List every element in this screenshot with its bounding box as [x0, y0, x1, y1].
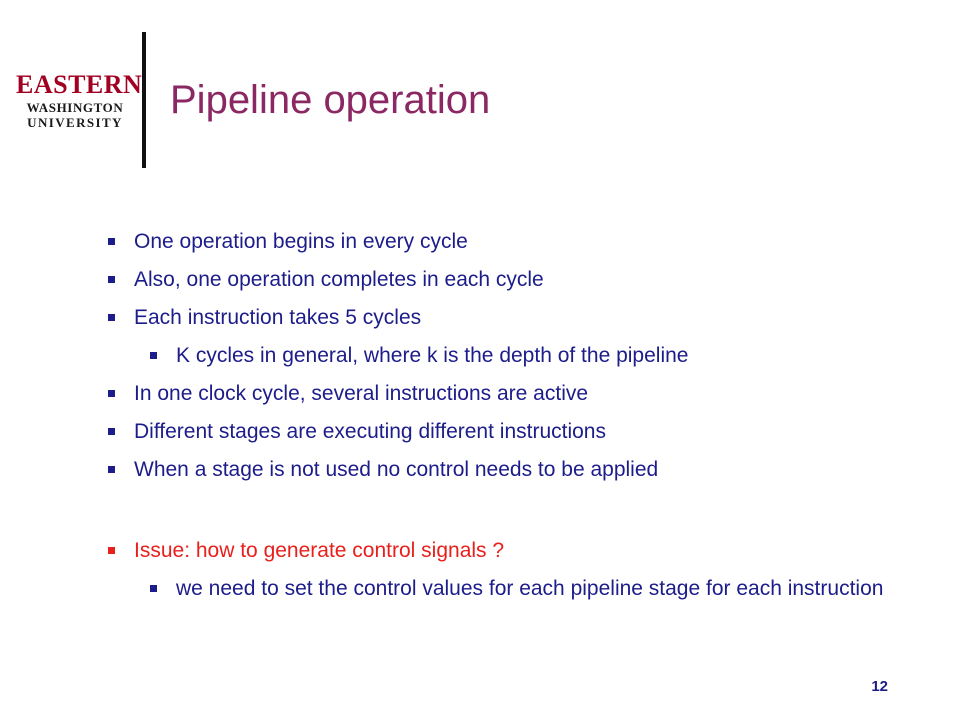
square-bullet-icon	[150, 352, 157, 359]
bullet-item: One operation begins in every cycle	[108, 228, 894, 256]
logo-line-eastern: EASTERN	[16, 70, 143, 99]
bullet-text: we need to set the control values for ea…	[176, 577, 884, 600]
header-divider	[142, 32, 146, 168]
square-bullet-icon	[150, 585, 157, 592]
bullet-item: In one clock cycle, several instructions…	[108, 380, 894, 408]
logo-line-university: UNIVERSITY	[27, 115, 123, 130]
page-number: 12	[871, 678, 888, 695]
sub-bullet-item: we need to set the control values for ea…	[150, 575, 886, 603]
bullet-text: Different stages are executing different…	[134, 420, 606, 443]
bullet-text: K cycles in general, where k is the dept…	[176, 344, 689, 367]
bullet-text: In one clock cycle, several instructions…	[134, 382, 589, 405]
square-bullet-icon	[108, 238, 115, 245]
slide-title: Pipeline operation	[170, 78, 491, 122]
square-bullet-icon	[108, 276, 115, 283]
logo-line-washington: WASHINGTON	[26, 100, 124, 115]
bullet-text: One operation begins in every cycle	[134, 230, 468, 253]
bullet-text: Each instruction takes 5 cycles	[134, 306, 422, 329]
bullet-item: Also, one operation completes in each cy…	[108, 266, 894, 294]
sub-bullet-item: K cycles in general, where k is the dept…	[150, 342, 886, 370]
bullet-item: Each instruction takes 5 cycles	[108, 304, 894, 332]
square-bullet-icon	[108, 466, 115, 473]
issue-bullet-item: Issue: how to generate control signals ?	[108, 537, 894, 565]
bullet-text: Issue: how to generate control signals ?	[134, 539, 505, 562]
square-bullet-icon	[108, 390, 115, 397]
square-bullet-icon	[108, 547, 115, 554]
square-bullet-icon	[108, 428, 115, 435]
bullet-item: When a stage is not used no control need…	[108, 456, 894, 484]
bullet-text: Also, one operation completes in each cy…	[134, 268, 544, 291]
square-bullet-icon	[108, 314, 115, 321]
bullet-text: When a stage is not used no control need…	[134, 458, 659, 481]
bullet-item: Different stages are executing different…	[108, 418, 894, 446]
university-logo: EASTERN WASHINGTON UNIVERSITY	[16, 70, 143, 130]
